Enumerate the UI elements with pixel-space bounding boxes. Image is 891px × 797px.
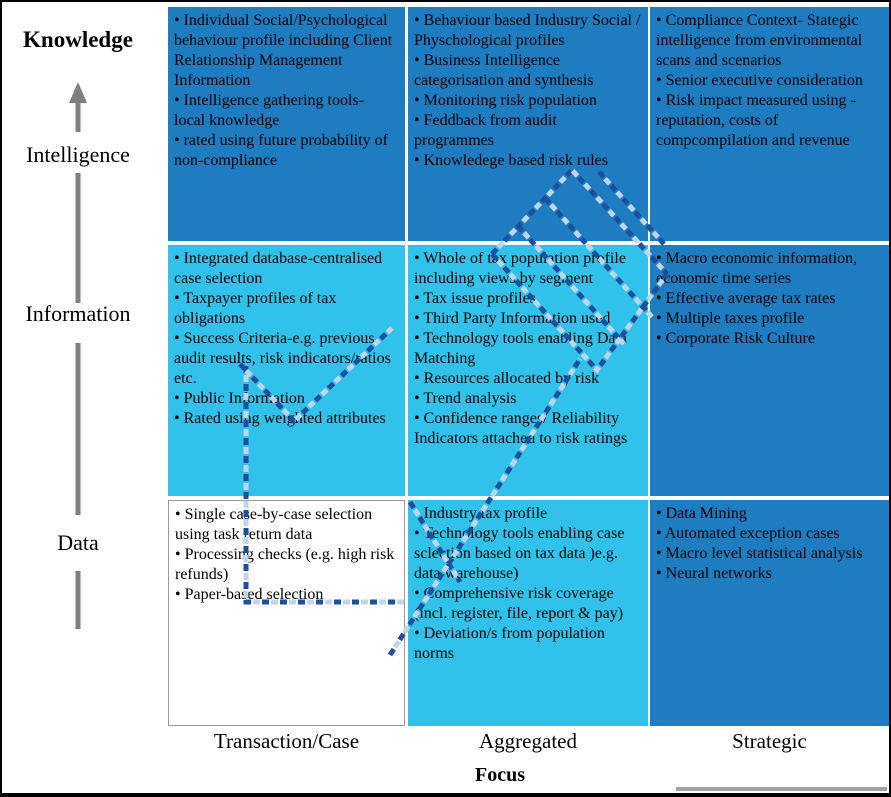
x-axis-label-strategic: Strategic <box>732 729 807 753</box>
y-axis-label-intelligence: Intelligence <box>26 142 130 167</box>
y-axis-label-information: Information <box>25 301 131 326</box>
matrix-cell-data-aggregated: • Industry tax profile • Technology tool… <box>408 500 648 726</box>
x-axis-label-aggregated: Aggregated <box>479 729 577 753</box>
matrix-cell-knowledge-strategic: • Compliance Context- Stategic intellige… <box>650 7 889 241</box>
matrix-cell-data-strategic: • Data Mining • Automated exception case… <box>650 500 889 726</box>
matrix-cell-data-transaction: • Single case-by-case selection using ta… <box>168 500 405 726</box>
y-axis-label-data: Data <box>57 530 99 555</box>
matrix-cell-information-strategic: • Macro economic information, economic t… <box>650 245 889 496</box>
y-axis-label-knowledge: Knowledge <box>23 27 133 52</box>
y-axis-arrowhead-icon <box>69 82 87 103</box>
matrix-cell-knowledge-transaction: • Individual Social/Psychological behavi… <box>168 7 405 241</box>
matrix-cell-knowledge-aggregated: • Behaviour based Industry Social / Phys… <box>408 7 648 241</box>
matrix-cell-information-transaction: • Integrated database-centralised case s… <box>168 245 405 496</box>
divider-line <box>676 787 887 791</box>
x-axis-label-transaction-case: Transaction/Case <box>213 729 360 753</box>
matrix-cell-information-aggregated: • Whole of tax population profile includ… <box>408 245 648 496</box>
x-axis-title-focus: Focus <box>475 764 525 786</box>
